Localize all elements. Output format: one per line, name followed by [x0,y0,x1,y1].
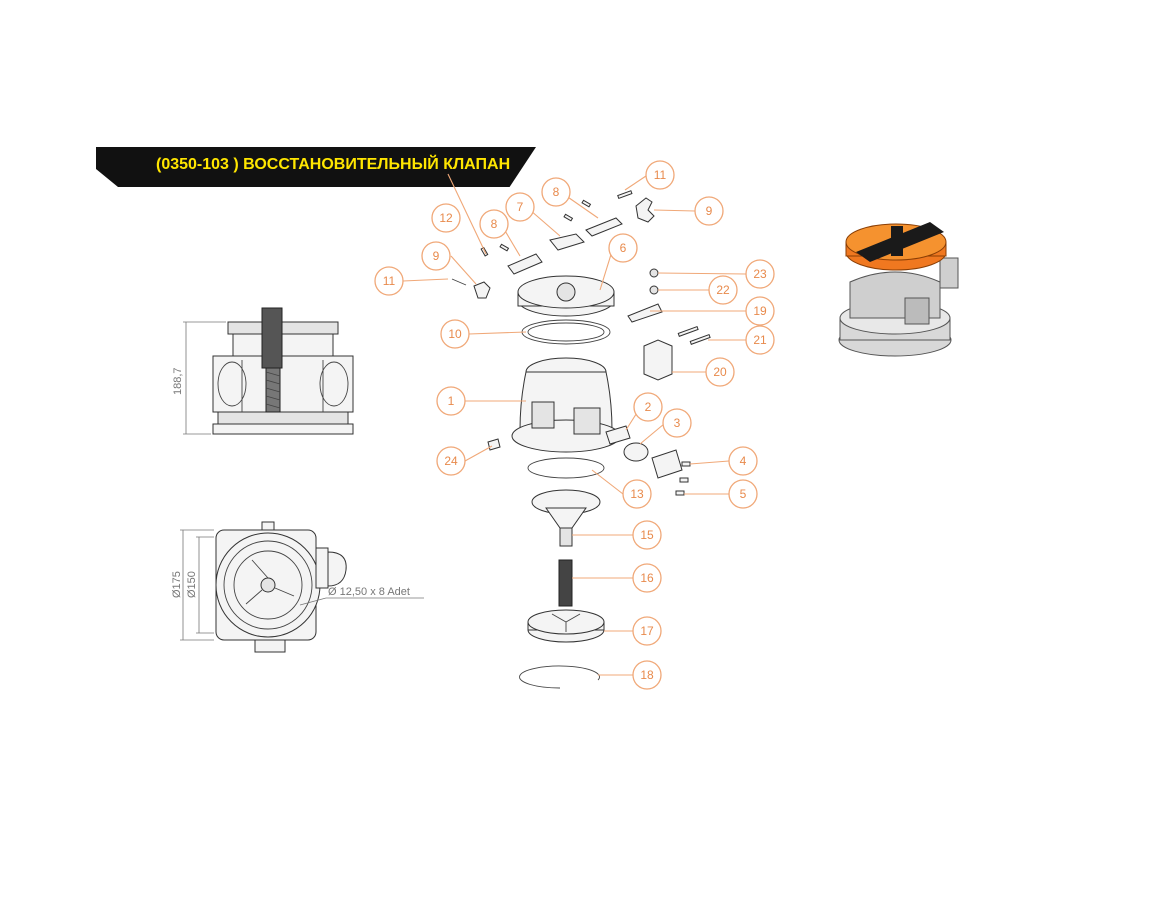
svg-text:21: 21 [753,333,767,347]
svg-text:19: 19 [753,304,767,318]
svg-text:23: 23 [753,267,767,281]
svg-text:7: 7 [517,200,524,214]
svg-text:22: 22 [716,283,730,297]
svg-text:3: 3 [674,416,681,430]
svg-text:8: 8 [553,185,560,199]
svg-text:20: 20 [713,365,727,379]
svg-text:18: 18 [640,668,654,682]
svg-text:16: 16 [640,571,654,585]
leader-lines [402,173,747,676]
callout-12: 12 [431,203,461,233]
callout-11-top: 11 [645,160,675,190]
callout-10: 10 [440,319,470,349]
svg-text:10: 10 [448,327,462,341]
callout-9-right: 9 [694,196,724,226]
svg-text:8: 8 [491,217,498,231]
callout-8-left: 8 [479,209,509,239]
svg-text:1: 1 [448,394,455,408]
svg-text:6: 6 [620,241,627,255]
callout-21: 21 [745,325,775,355]
callout-23: 23 [745,259,775,289]
callout-17: 17 [632,616,662,646]
svg-text:9: 9 [433,249,440,263]
svg-text:15: 15 [640,528,654,542]
callout-24: 24 [436,446,466,476]
callout-5: 5 [728,479,758,509]
callout-13: 13 [622,479,652,509]
front-view: 188,7 [172,307,354,435]
callout-15: 15 [632,520,662,550]
svg-text:2: 2 [645,400,652,414]
callout-8-top: 8 [541,177,571,207]
callout-7: 7 [505,192,535,222]
title-banner: (0350-103 ) ВОССТАНОВИТЕЛЬНЫЙ КЛАПАН [96,147,536,187]
callout-1: 1 [436,386,466,416]
outer-diameter-dimension: Ø175 [171,571,183,598]
callout-6: 6 [608,233,638,263]
svg-text:5: 5 [740,487,747,501]
callout-19: 19 [745,296,775,326]
callout-20: 20 [705,357,735,387]
callout-16: 16 [632,563,662,593]
svg-text:11: 11 [383,274,396,288]
exploded-parts [451,190,711,689]
svg-text:11: 11 [654,168,667,182]
callout-2: 2 [633,392,663,422]
callout-18: 18 [632,660,662,690]
svg-text:13: 13 [630,487,644,501]
callout-4: 4 [728,446,758,476]
height-dimension: 188,7 [172,367,184,395]
svg-text:9: 9 [706,204,713,218]
page-title: (0350-103 ) ВОССТАНОВИТЕЛЬНЫЙ КЛАПАН [156,156,511,173]
callout-3: 3 [662,408,692,438]
callout-22: 22 [708,275,738,305]
svg-text:4: 4 [740,454,747,468]
inner-diameter-dimension: Ø150 [186,571,198,598]
top-view: Ø175 Ø150 Ø 12,50 x 8 Adet [171,521,424,653]
svg-text:17: 17 [640,624,654,638]
callout-11-left: 11 [374,266,404,296]
valve-3d-render [838,222,959,357]
callout-9-left: 9 [421,241,451,271]
svg-text:12: 12 [439,211,453,225]
bolt-hole-dimension: Ø 12,50 x 8 Adet [328,586,410,598]
svg-text:24: 24 [444,454,458,468]
